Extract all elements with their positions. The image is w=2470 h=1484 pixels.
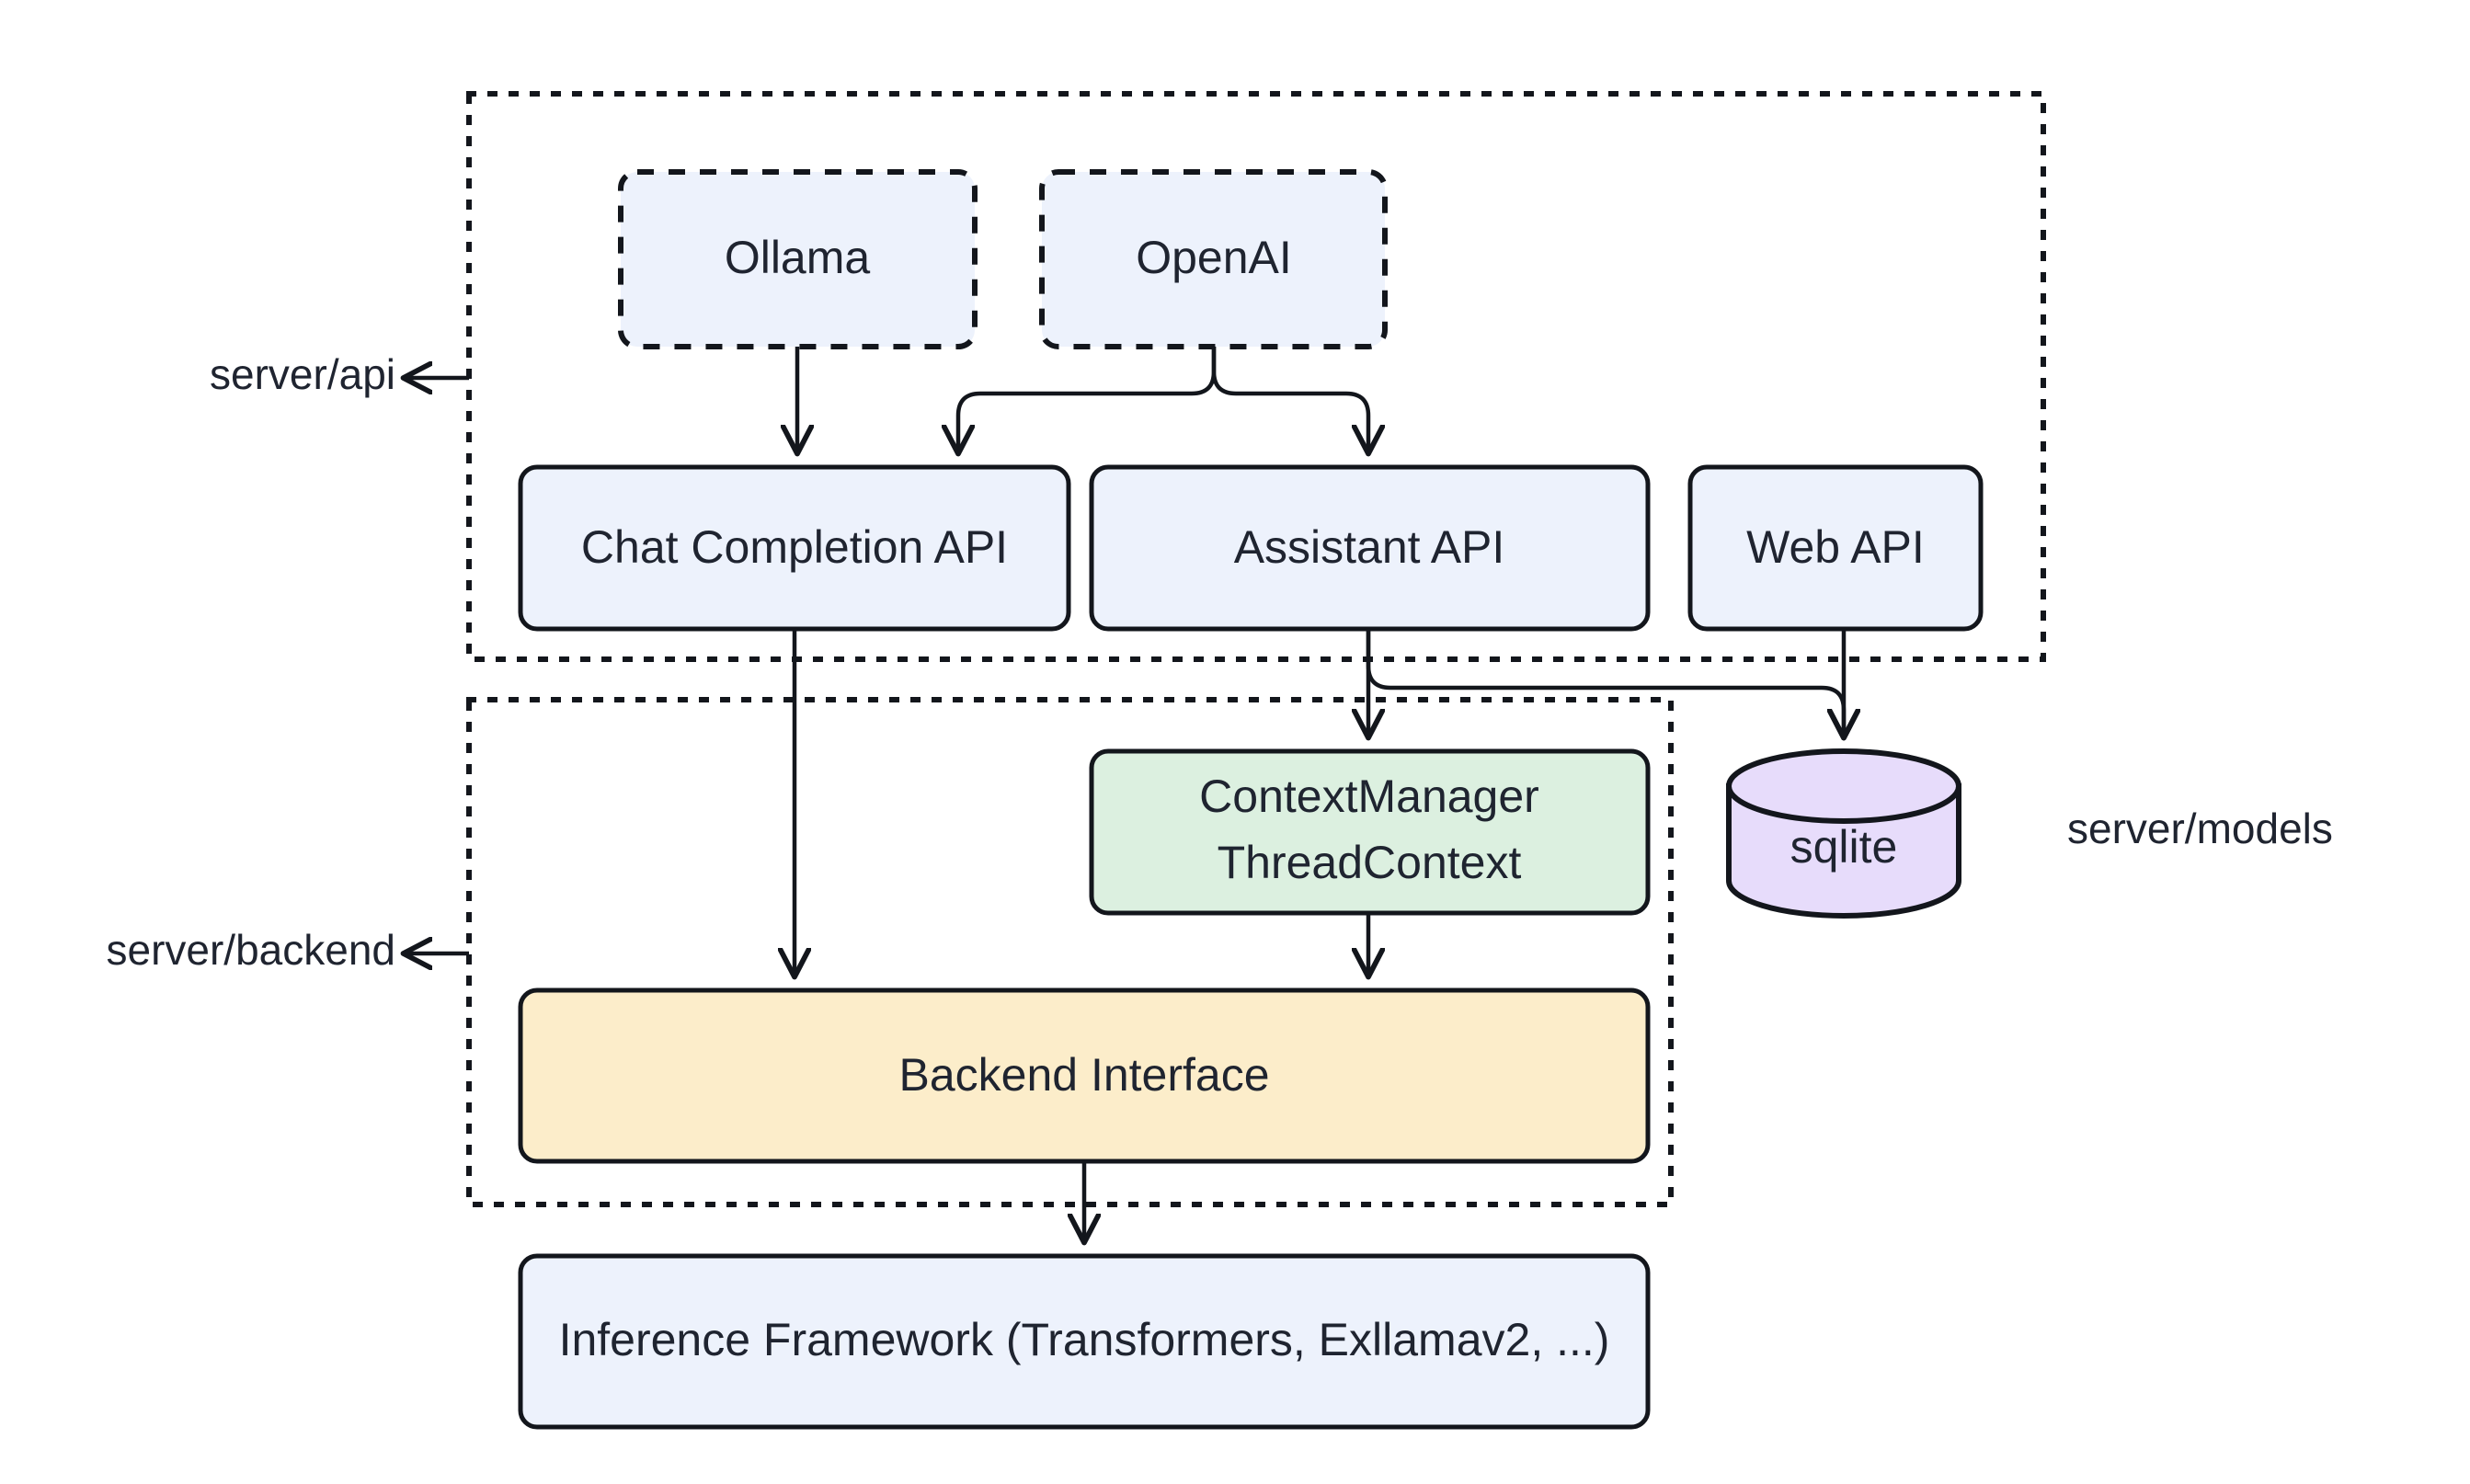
edge-assistant-to-sqlite xyxy=(1366,629,1844,736)
node-inference-framework-shape[interactable] xyxy=(518,1253,1651,1430)
node-chat-completion-api-label: Chat Completion API xyxy=(581,521,1008,573)
node-backend-interface[interactable]: Backend Interface xyxy=(518,987,1651,1164)
node-assistant-api-label: Assistant API xyxy=(1234,521,1505,573)
node-assistant-api[interactable]: Assistant API xyxy=(1089,464,1651,632)
node-assistant-api-shape[interactable] xyxy=(1089,464,1651,632)
cluster-server-backend: server/backend xyxy=(107,697,1674,1207)
node-sqlite[interactable]: sqlite xyxy=(1726,748,1961,919)
node-web-api-shape[interactable] xyxy=(1687,464,1984,632)
node-web-api[interactable]: Web API xyxy=(1687,464,1984,632)
node-openai-shape[interactable] xyxy=(1039,169,1388,349)
node-context-manager-shape[interactable] xyxy=(1089,748,1651,916)
node-chat-completion-api[interactable]: Chat Completion API xyxy=(518,464,1071,632)
cluster-server-api: server/api xyxy=(210,91,2046,662)
node-ollama[interactable]: Ollama xyxy=(618,169,978,349)
node-openai-label: OpenAI xyxy=(1136,232,1292,283)
node-context-manager-label-line2: ThreadContext xyxy=(1218,837,1522,888)
node-sqlite-top[interactable] xyxy=(1726,748,1961,824)
node-web-api-label: Web API xyxy=(1746,521,1925,573)
node-context-manager[interactable]: ContextManager ThreadContext xyxy=(1089,748,1651,916)
edge-openai-to-chat-completion xyxy=(958,347,1217,452)
node-openai[interactable]: OpenAI xyxy=(1039,169,1388,349)
cluster-models-label: server/models xyxy=(2067,805,2333,852)
node-chat-completion-api-shape[interactable] xyxy=(518,464,1071,632)
node-backend-interface-shape[interactable] xyxy=(518,987,1651,1164)
node-inference-framework[interactable]: Inference Framework (Transformers, Exlla… xyxy=(518,1253,1651,1430)
node-backend-interface-label: Backend Interface xyxy=(898,1049,1269,1101)
node-ollama-shape[interactable] xyxy=(618,169,978,349)
cluster-backend-border xyxy=(466,697,1674,1207)
node-context-manager-label-line1: ContextManager xyxy=(1199,771,1539,822)
cluster-backend-label: server/backend xyxy=(107,926,396,974)
cluster-api-label: server/api xyxy=(210,350,395,398)
node-sqlite-label: sqlite xyxy=(1790,821,1898,873)
node-inference-framework-label: Inference Framework (Transformers, Exlla… xyxy=(559,1314,1610,1365)
node-ollama-label: Ollama xyxy=(725,232,871,283)
edge-openai-to-assistant xyxy=(1211,347,1368,452)
